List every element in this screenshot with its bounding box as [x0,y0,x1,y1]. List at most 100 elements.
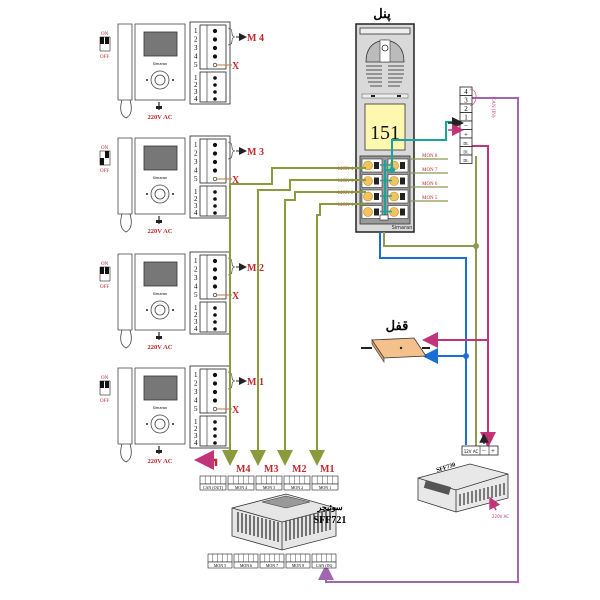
terminal-screw [213,327,217,331]
pin-number: 1 [194,141,198,149]
can-pin-label: − [464,122,468,130]
wire-magenta [422,145,489,348]
pin-number: 3 [194,432,198,440]
pin-number: 3 [194,318,198,326]
call-button[interactable] [361,205,383,219]
can-in-label: CAN (IN) [490,97,495,118]
pin-number: 4 [194,283,198,291]
switcher-terminal-label: CAN (OUT) [203,485,224,490]
terminal-screw [213,420,217,424]
terminal-block-bottom [199,415,227,447]
panel-mon-label: MON 8 [422,154,438,159]
switcher-terminal-group: MON 7 [259,553,285,569]
call-button[interactable] [361,189,383,204]
monitor-brand: Simaran [153,406,168,410]
terminal-block-top [199,24,227,70]
wire-mon1 [309,203,366,466]
dip-off-label: OFF [100,55,109,60]
pin-number: 5 [194,61,198,69]
pin-number: 1 [194,371,198,379]
call-button[interactable] [387,189,409,204]
pin-number: 5 [194,175,198,183]
terminal-screw [212,176,218,182]
handset [117,23,133,101]
pin-number: 2 [194,36,198,44]
terminal-block-bottom [199,71,227,103]
terminal-screw [212,284,218,289]
ps-220v-label: 220V AC [492,514,509,519]
pin-number: 2 [194,425,198,433]
terminal-screw [212,398,218,403]
switcher-input-label: M2 [292,464,306,475]
disconnect-mark: X [232,405,240,416]
pin-number: 3 [194,88,198,96]
call-button[interactable] [361,158,383,173]
can-pin-label: 4 [464,88,468,96]
terminal-block-top [199,138,227,184]
ps-12vac-label: 12V AC [464,449,479,454]
disconnect-mark: X [232,175,240,186]
switcher-terminal-group: MON 5 [207,553,233,569]
wire-mon3 [250,179,366,466]
call-button[interactable] [361,174,383,188]
panel-title: پنل [373,6,391,22]
terminal-screw [213,76,217,80]
call-button[interactable] [387,205,409,219]
terminal-screw [212,381,218,386]
monitor-screen [143,261,178,287]
pin-number: 4 [194,53,198,61]
pin-number: 1 [194,257,198,265]
dip-off-label: OFF [100,285,109,290]
switcher-title-fa: سوئیچر [316,503,342,513]
power-plug-icon [156,450,162,453]
pin-number: 4 [194,209,198,217]
panel-mon-label: MON 4 [338,167,354,172]
switcher-terminal-group: MON 4 [227,475,255,491]
wire-can [318,97,519,583]
can-pin-label: DL [463,141,469,146]
switcher-model: SFF721 [314,515,347,526]
panel-mon-label: MON 1 [338,203,354,208]
talk-button [154,74,166,86]
pin-number: 4 [194,95,198,103]
terminal-screw [212,168,218,173]
switcher-terminal-group: MON 1 [311,475,339,491]
terminal-screw [212,151,218,156]
terminal-block-bottom [199,301,227,333]
terminal-screw [212,54,218,59]
power-label: 220V AC [148,114,173,121]
ps-voltage: 12 [486,434,494,442]
talk-button [154,188,166,200]
switcher-input-label: M3 [264,464,278,475]
monitor-screen [143,31,178,57]
power-label: 220V AC [148,458,173,465]
pin-number: 3 [194,274,198,282]
monitor-screen [143,375,178,401]
pin-number: 3 [194,202,198,210]
terminal-screw [213,197,217,201]
mon-wires [222,167,366,466]
power-plug-icon [156,106,162,109]
terminal-screw [212,372,218,378]
dip-off-label: OFF [100,169,109,174]
talk-button [154,418,166,430]
pin-number: 1 [194,188,198,196]
switcher-terminal-group: MON 8 [285,553,311,569]
call-button[interactable] [387,174,409,188]
terminal-screw [212,28,218,34]
terminal-screw [213,204,217,208]
switcher-terminal-label: MON 4 [235,485,247,490]
pin-number: 4 [194,397,198,405]
can-pin-label: DL [463,149,469,154]
terminal-block-top [199,368,227,414]
can-pin [459,154,473,164]
switcher-terminal-label: MON 7 [266,563,278,568]
dip-on-label: ON [101,262,109,267]
switcher-terminal-group: MON 6 [233,553,259,569]
